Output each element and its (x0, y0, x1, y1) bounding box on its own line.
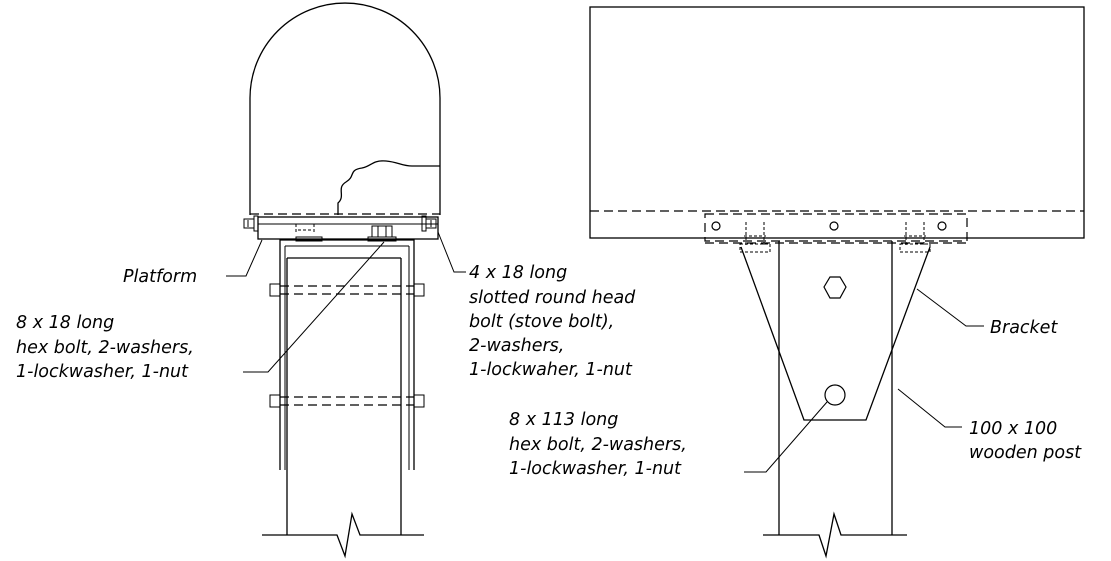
cutaway-break-line (337, 160, 440, 215)
platform-leader (226, 239, 263, 277)
hex-bolt-113-leader (744, 401, 828, 473)
annotations: Platform 4 x 18 long slotted round head … (16, 263, 1082, 479)
platform-plate (257, 216, 439, 240)
front-post-break-line (763, 511, 907, 559)
svg-text:1-lockwaher, 1-nut: 1-lockwaher, 1-nut (469, 360, 633, 380)
svg-text:8 x 18 long: 8 x 18 long (16, 313, 114, 333)
hex-bolt-18-leader (243, 241, 385, 373)
through-bolt-upper (269, 283, 425, 297)
svg-text:1-lockwasher, 1-nut: 1-lockwasher, 1-nut (16, 362, 189, 382)
stove-bolt-right (421, 215, 437, 232)
hex-bolt-head-upper (823, 276, 847, 299)
sign-housing (249, 2, 441, 215)
svg-text:2-washers,: 2-washers, (469, 336, 564, 356)
platform-front (704, 213, 968, 242)
svg-text:hex bolt, 2-washers,: hex bolt, 2-washers, (509, 435, 687, 455)
label-bracket: Bracket (990, 318, 1058, 338)
svg-text:slotted round head: slotted round head (469, 288, 636, 308)
label-wooden-post: 100 x 100 wooden post (969, 419, 1082, 463)
label-stove-bolt: 4 x 18 long slotted round head bolt (sto… (469, 263, 636, 380)
svg-text:8 x 113 long: 8 x 113 long (509, 410, 618, 430)
sign-panel (589, 6, 1085, 239)
svg-text:4 x 18 long: 4 x 18 long (469, 263, 567, 283)
post-break-line (262, 511, 424, 559)
svg-text:1-lockwasher, 1-nut: 1-lockwasher, 1-nut (509, 459, 682, 479)
stove-bolt-leader (437, 231, 466, 273)
bracket (740, 246, 931, 421)
hex-nut-top (371, 225, 393, 238)
stove-bolt-left (243, 215, 259, 232)
post-leader (897, 388, 962, 428)
svg-text:bolt (stove bolt),: bolt (stove bolt), (469, 312, 614, 332)
svg-text:hex bolt, 2-washers,: hex bolt, 2-washers, (16, 338, 194, 358)
hex-bolt-head-lower (824, 384, 846, 406)
label-hex-bolt-18: 8 x 18 long hex bolt, 2-washers, 1-lockw… (16, 313, 194, 382)
front-view (589, 6, 1085, 559)
bracket-leader (916, 288, 984, 327)
through-bolt-lower (269, 394, 425, 408)
label-hex-bolt-113: 8 x 113 long hex bolt, 2-washers, 1-lock… (509, 410, 687, 479)
svg-text:wooden post: wooden post (969, 443, 1082, 463)
svg-text:100 x 100: 100 x 100 (969, 419, 1057, 439)
side-view (226, 2, 466, 559)
label-platform: Platform (123, 267, 197, 287)
u-bracket (279, 239, 415, 470)
